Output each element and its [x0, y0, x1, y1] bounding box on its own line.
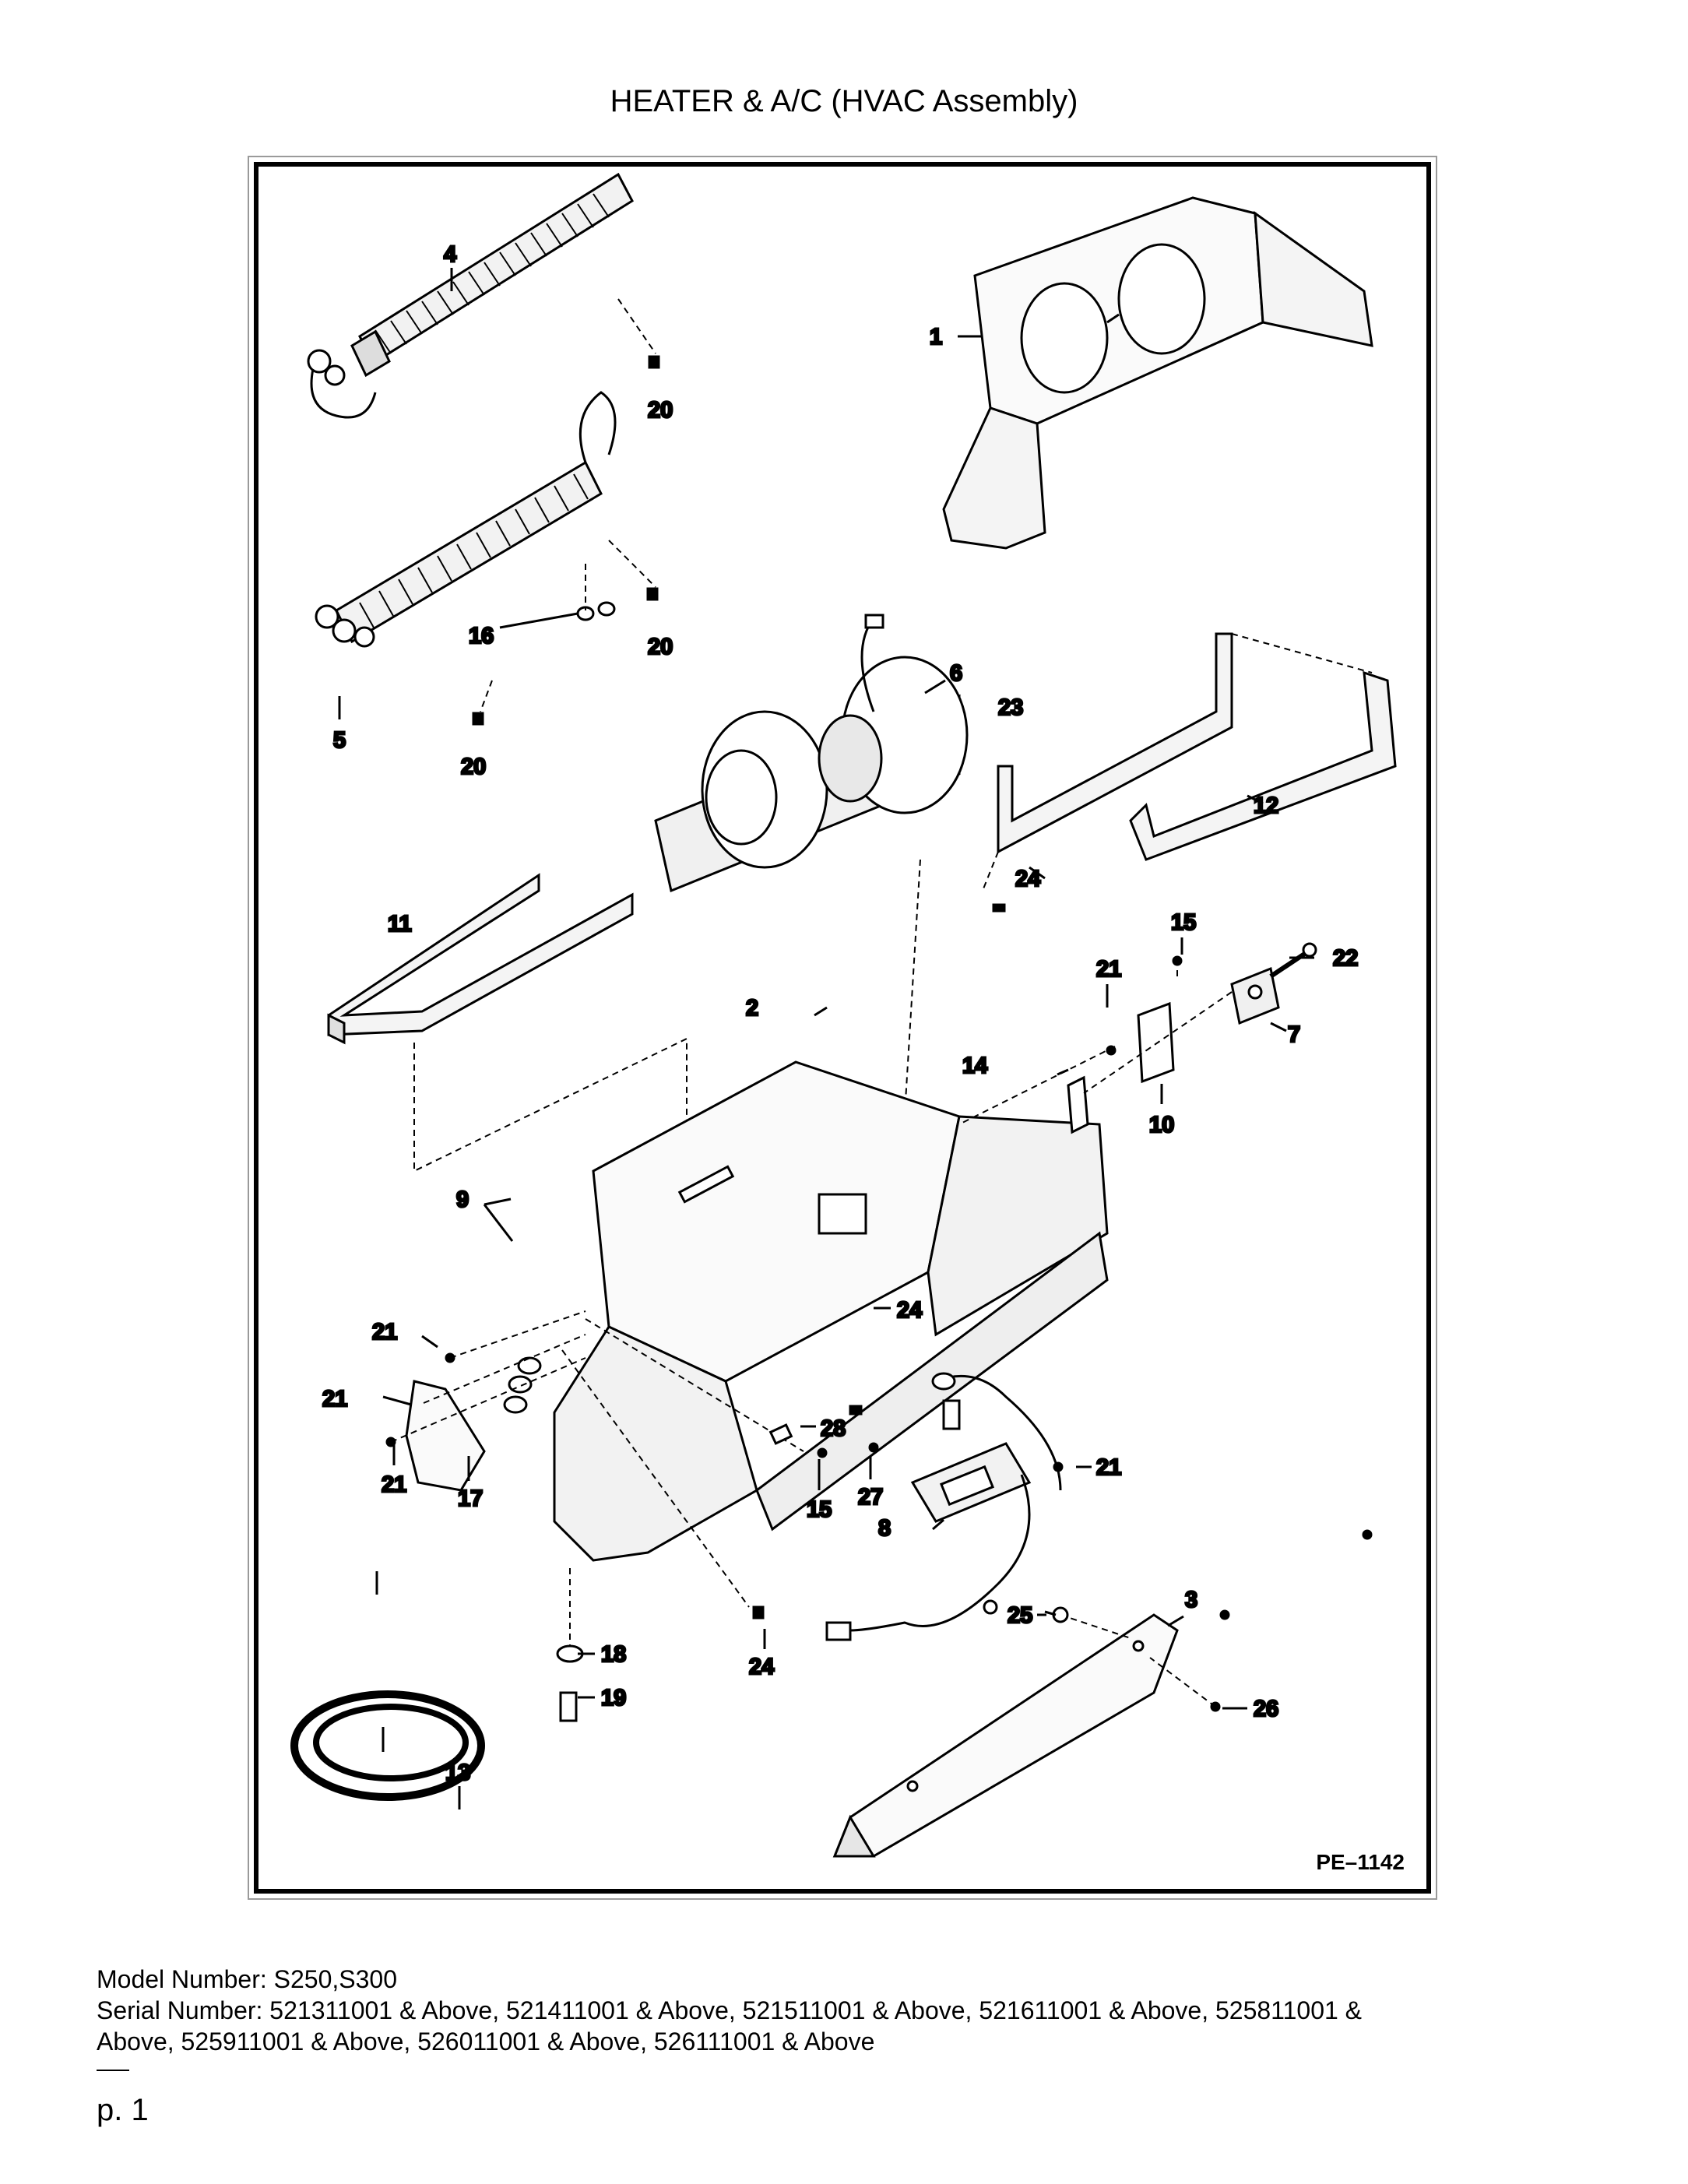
bracket-part-14 — [1067, 1075, 1089, 1134]
blower-motor-part-6 — [654, 614, 969, 893]
diagram-canvas: 4 20 1 16 20 5 20 6 23 12 24 11 15 22 21… — [290, 172, 1397, 1858]
callout-21-right: 21 — [1096, 1455, 1121, 1480]
blower-resistor-part-8 — [910, 1442, 1032, 1523]
callout-19: 19 — [601, 1686, 626, 1711]
seal-part-11 — [327, 873, 634, 1045]
dashed-guide-seals — [982, 633, 1373, 892]
callout-28: 28 — [821, 1416, 846, 1441]
callout-25: 25 — [1008, 1603, 1032, 1628]
callout-26: 26 — [1254, 1697, 1278, 1722]
figure-id: PE–1142 — [1316, 1850, 1405, 1874]
callout-11: 11 — [388, 912, 412, 937]
clip-part-24 — [752, 903, 1006, 1620]
callout-20-mid: 20 — [648, 635, 673, 659]
seal-part-12 — [1129, 670, 1397, 861]
page-title: HEATER & A/C (HVAC Assembly) — [610, 84, 1078, 118]
callout-5: 5 — [333, 728, 346, 753]
bolt-part-22 — [1269, 942, 1317, 979]
callout-21-left-middle: 21 — [322, 1387, 347, 1412]
callout-3: 3 — [1185, 1588, 1197, 1613]
drain-valve-part-19 — [559, 1691, 578, 1722]
fasteners-small — [385, 955, 1373, 1712]
small-clips-part-20 — [472, 355, 660, 726]
leader-lines — [338, 268, 1314, 1809]
callout-9: 9 — [456, 1187, 469, 1212]
callout-1: 1 — [930, 325, 942, 350]
upper-housing-part-1 — [942, 196, 1373, 550]
spacer-part-28 — [768, 1423, 793, 1445]
callout-16: 16 — [469, 624, 494, 649]
callout-20-bottom: 20 — [461, 754, 486, 779]
callout-27: 27 — [858, 1485, 883, 1510]
cover-part-3 — [832, 1613, 1179, 1858]
callout-24-top: 24 — [1015, 867, 1040, 892]
callout-21-left-upper: 21 — [372, 1320, 397, 1345]
callout-24-bottom: 24 — [749, 1655, 774, 1679]
callout-21-top: 21 — [1096, 957, 1121, 982]
callout-20-top: 20 — [648, 398, 673, 423]
heater-core-part-4 — [307, 172, 634, 419]
bracket-part-10 — [1137, 1001, 1175, 1084]
callout-13: 13 — [445, 1760, 470, 1785]
dashed-guide-left — [390, 1310, 804, 1646]
callout-10: 10 — [1149, 1113, 1174, 1138]
callout-14: 14 — [962, 1053, 987, 1078]
callout-7: 7 — [1288, 1022, 1300, 1047]
exploded-diagram: 4 20 1 16 20 5 20 6 23 12 24 11 15 22 21… — [254, 162, 1431, 1894]
expansion-valve-part-7 — [1230, 966, 1280, 1025]
hose-part-13 — [290, 1690, 485, 1801]
serial-numbers-line-2: Above, 525911001 & Above, 526011001 & Ab… — [97, 2027, 875, 2056]
exploded-diagram-frame: 4 20 1 16 20 5 20 6 23 12 24 11 15 22 21… — [248, 156, 1437, 1900]
wire-harness — [825, 1372, 1062, 1641]
callout-4: 4 — [444, 242, 456, 267]
o-rings-part-16 — [576, 601, 616, 621]
serial-numbers-line-1: Serial Number: 521311001 & Above, 521411… — [97, 1996, 1363, 2024]
dashed-guide-cover — [1060, 1614, 1216, 1707]
callout-15-bottom: 15 — [807, 1497, 832, 1522]
footer-rule — [97, 2070, 129, 2071]
callout-18: 18 — [601, 1642, 626, 1667]
callout-21-left-lower: 21 — [382, 1472, 406, 1497]
model-number: Model Number: S250,S300 — [97, 1965, 397, 1993]
callout-12: 12 — [1254, 793, 1278, 818]
callout-24-mid: 24 — [897, 1298, 922, 1323]
seal-part-23 — [997, 632, 1233, 854]
callout-15-top: 15 — [1171, 910, 1196, 935]
dashed-guide-valve — [958, 961, 1233, 1125]
dashed-guide-lines-cores — [480, 298, 656, 712]
plate-part-17 — [405, 1380, 486, 1492]
callout-17: 17 — [458, 1486, 483, 1511]
evaporator-core-part-5 — [315, 391, 617, 648]
callout-6: 6 — [950, 661, 962, 686]
callout-23: 23 — [998, 695, 1023, 720]
page-number: p. 1 — [97, 2093, 149, 2127]
callout-8: 8 — [878, 1516, 891, 1541]
model-info: Model Number: S250,S300 Serial Number: 5… — [97, 1964, 1599, 2057]
callout-22: 22 — [1333, 946, 1358, 971]
callout-2: 2 — [746, 996, 758, 1021]
